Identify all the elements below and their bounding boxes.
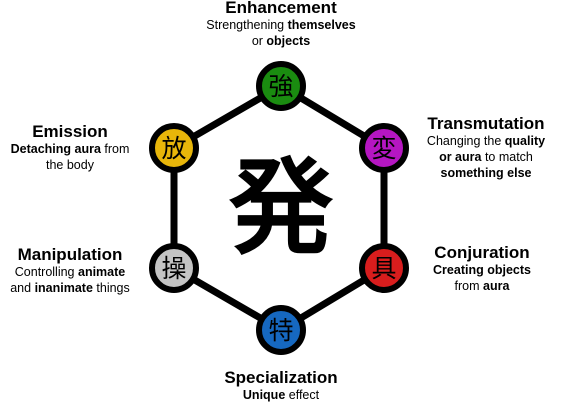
label-desc-line: something else [427,166,545,182]
node-circle-conjuration [359,243,409,293]
label-desc-line: or objects [206,34,355,50]
node-kanji-emission: 放 [161,134,186,163]
desc-emphasis: themselves [287,18,356,33]
node-kanji-manipulation: 操 [161,254,186,283]
label-desc-line: Detaching aura from [11,142,130,158]
desc-emphasis: Creating objects [433,263,531,278]
desc-text: Changing the [426,134,505,149]
desc-emphasis: inanimate [34,281,93,296]
center-kanji: 発 [229,147,334,269]
label-title-transmutation: Transmutation [427,114,545,133]
node-transmutation: 変 [359,123,409,173]
label-desc-line: the body [11,158,130,174]
label-title-emission: Emission [32,122,108,141]
desc-text: from [454,279,484,294]
label-title-manipulation: Manipulation [17,245,123,264]
desc-text: Controlling [14,265,78,280]
label-desc-line: or aura to match [427,150,545,166]
label-title-specialization: Specialization [224,368,338,387]
desc-text: the body [46,158,94,173]
label-title-enhancement: Enhancement [225,0,337,17]
desc-emphasis: animate [77,265,126,280]
desc-text: or [251,34,267,49]
desc-text: effect [285,388,320,403]
desc-emphasis: or aura [439,150,482,165]
node-specialization: 特 [256,305,306,355]
label-desc-line: and inanimate things [10,281,130,297]
label-desc-line: Changing the quality [427,134,545,150]
desc-text: Strengthening [206,18,288,33]
label-desc-line: Creating objects [433,263,531,279]
desc-emphasis: quality [504,134,546,149]
desc-emphasis: something else [440,165,532,180]
node-kanji-enhancement: 強 [268,72,293,101]
desc-text: to match [481,150,533,165]
desc-text: things [92,281,130,296]
node-circle-emission [149,123,199,173]
label-desc-line: Controlling animate [10,265,130,281]
desc-emphasis: Unique [242,388,286,403]
node-kanji-specialization: 特 [268,316,293,345]
desc-emphasis: objects [266,34,311,49]
desc-text: and [10,281,35,296]
node-conjuration: 具 [359,243,409,293]
desc-text: from [100,142,130,157]
node-kanji-conjuration: 具 [371,254,396,283]
desc-emphasis: aura [483,279,510,294]
node-kanji-transmutation: 変 [371,134,396,163]
node-circle-specialization [256,305,306,355]
node-circle-transmutation [359,123,409,173]
node-circle-enhancement [256,61,306,111]
label-desc-line: Unique effect [224,388,337,404]
desc-emphasis: Detaching aura [10,142,101,157]
label-desc-line: from aura [433,279,531,295]
label-desc-line: Strengthening themselves [206,18,355,34]
node-enhancement: 強 [256,61,306,111]
node-manipulation: 操 [149,243,199,293]
label-title-conjuration: Conjuration [434,243,530,262]
node-emission: 放 [149,123,199,173]
node-circle-manipulation [149,243,199,293]
